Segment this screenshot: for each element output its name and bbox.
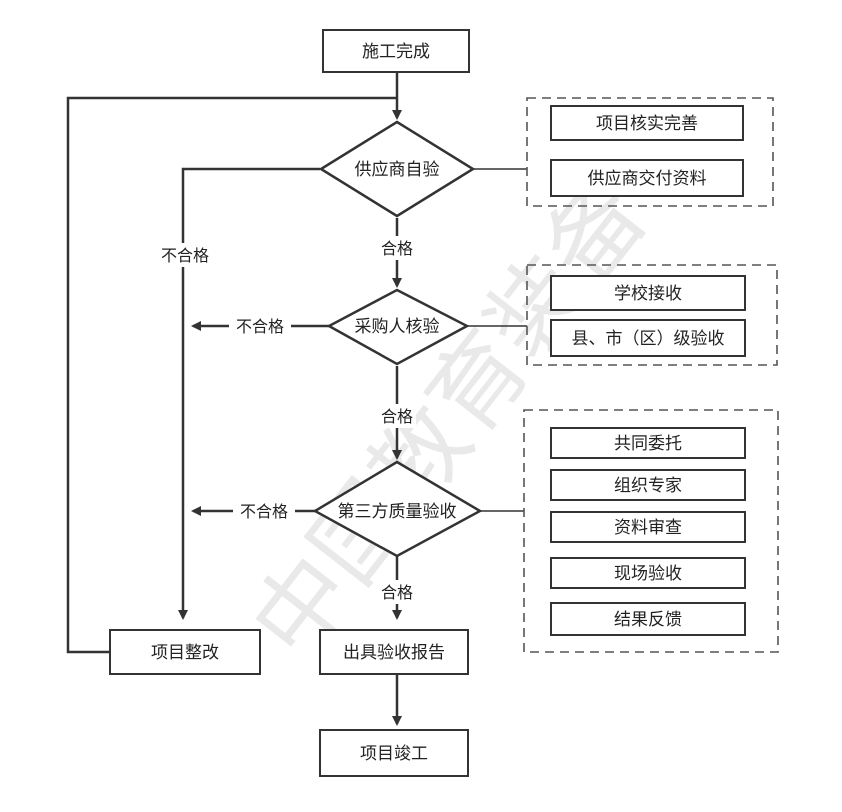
supplier-check-label: 供应商自验 [355, 160, 440, 180]
purchaser-item-2: 县、市（区）级验收 [572, 329, 725, 349]
third-party-item-4: 现场验收 [614, 564, 682, 584]
supplier-check-decision: 供应商自验 [318, 120, 476, 218]
purchaser-group: 学校接收 县、市（区）级验收 [526, 264, 778, 366]
rectification-node: 项目整改 [109, 629, 261, 675]
third-party-group: 共同委托 组织专家 资料审查 现场验收 结果反馈 [523, 409, 779, 653]
watermark: 中国教育装备 [231, 162, 669, 679]
third-party-item-5: 结果反馈 [614, 610, 682, 630]
pass-label-1: 合格 [381, 239, 413, 258]
purchaser-check-decision: 采购人核验 [326, 288, 470, 366]
issue-report-label: 出具验收报告 [343, 643, 445, 663]
rectification-label: 项目整改 [151, 643, 219, 663]
start-node: 施工完成 [322, 29, 470, 73]
third-party-item-2: 组织专家 [614, 476, 682, 496]
svg-text:中国教育装备: 中国教育装备 [231, 162, 669, 679]
issue-report-node: 出具验收报告 [319, 629, 469, 675]
third-party-item-3: 资料审查 [614, 518, 682, 538]
fail-label-1: 不合格 [161, 246, 209, 265]
supplier-item-2-box [550, 159, 744, 197]
supplier-item-2: 供应商交付资料 [588, 169, 707, 189]
pass-label-2: 合格 [381, 407, 413, 426]
pass-label-3: 合格 [381, 583, 413, 602]
supplier-item-1: 项目核实完善 [596, 114, 698, 134]
third-party-item-1: 共同委托 [614, 434, 682, 454]
purchaser-item-1: 学校接收 [614, 284, 682, 304]
supplier-item-1-box [550, 105, 744, 141]
third-party-check-decision: 第三方质量验收 [312, 460, 483, 558]
third-party-check-label: 第三方质量验收 [338, 502, 457, 522]
fail-label-3: 不合格 [240, 502, 288, 521]
completion-node: 项目竣工 [319, 729, 469, 777]
purchaser-check-label: 采购人核验 [355, 317, 440, 337]
purchaser-item-1-box [550, 275, 746, 311]
fail-label-2: 不合格 [236, 317, 284, 336]
start-node-label: 施工完成 [362, 42, 430, 62]
completion-label: 项目竣工 [360, 744, 428, 764]
supplier-group: 项目核实完善 供应商交付资料 [526, 97, 774, 207]
purchaser-item-2-box [550, 319, 746, 357]
